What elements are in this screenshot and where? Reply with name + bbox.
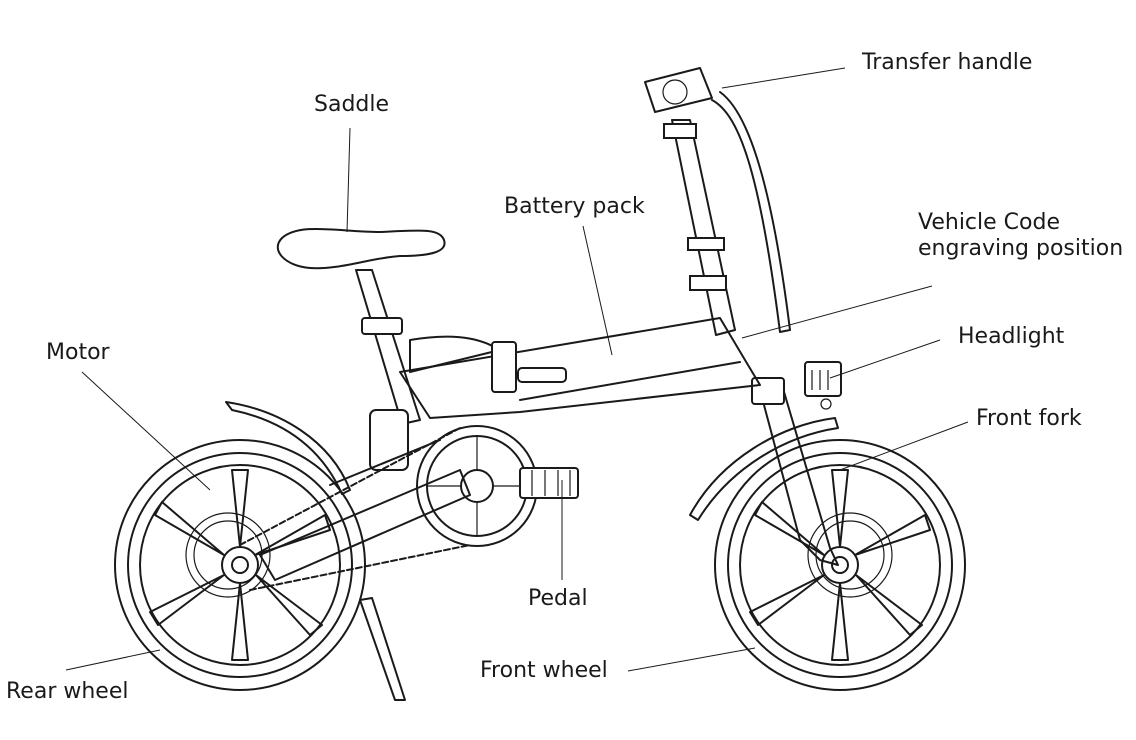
seat-post (355, 269, 421, 425)
label-battery-pack: Battery pack (504, 194, 645, 219)
pedal (519, 467, 579, 499)
headlight (804, 361, 842, 410)
label-saddle: Saddle (314, 92, 390, 117)
saddle (276, 227, 446, 270)
handlebar-stem (644, 67, 791, 336)
label-engraving-position: engraving position (918, 236, 1124, 261)
label-vehicle-code: Vehicle Code (918, 210, 1060, 235)
chain (239, 427, 471, 591)
label-motor: Motor (46, 340, 110, 365)
front-wheel (714, 439, 966, 691)
label-front-wheel: Front wheel (480, 658, 608, 683)
front-fender (689, 417, 839, 521)
motor-area (259, 409, 471, 581)
front-fork (751, 377, 839, 566)
rear-fender (225, 401, 351, 495)
label-front-fork: Front fork (976, 406, 1082, 431)
label-rear-wheel: Rear wheel (6, 679, 129, 704)
label-pedal: Pedal (528, 586, 588, 611)
label-headlight: Headlight (958, 324, 1065, 349)
rear-wheel (114, 439, 366, 691)
label-transfer-handle: Transfer handle (862, 50, 1033, 75)
frame (399, 317, 761, 419)
leader-lines (65, 67, 969, 672)
kickstand (359, 597, 406, 701)
